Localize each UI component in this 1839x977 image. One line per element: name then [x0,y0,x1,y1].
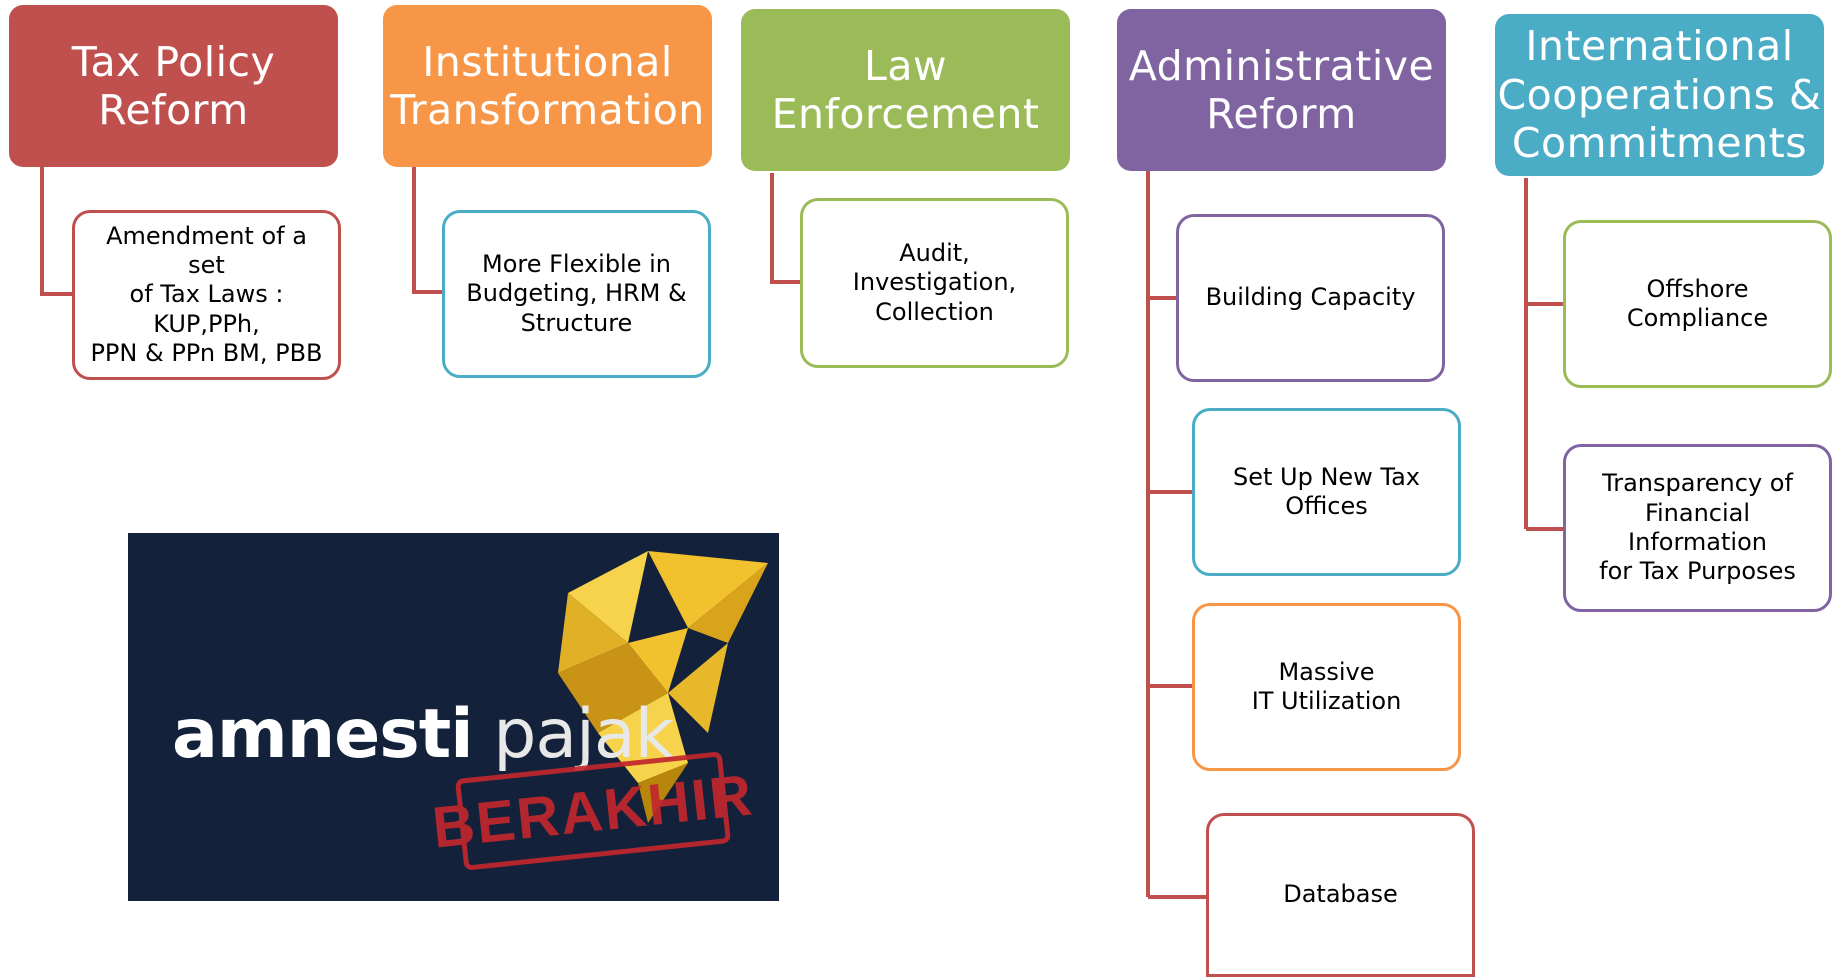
item-text: Set Up New Tax Offices [1232,462,1421,520]
connector-col2-item1 [412,167,446,294]
item-audit-investigation: Audit, Investigation, Collection [800,198,1069,368]
item-tax-laws-amendment: Amendment of a set of Tax Laws : KUP,PPh… [72,210,341,380]
header-title-line: Administrative [1128,41,1435,90]
origami-bird-icon [558,551,768,823]
header-title-line: Law [863,41,947,90]
connector-col3-item1 [770,173,804,284]
header-title-line: Tax Policy [71,37,276,86]
logo-wordmark: amnesti pajak [172,695,674,774]
connector-col1-item1 [40,167,76,296]
item-text: More Flexible in Budgeting, HRM & Struct… [466,250,687,337]
item-text: Massive IT Utilization [1251,657,1402,715]
item-text: Audit, Investigation, Collection [852,239,1017,326]
header-title-line: Reform [1206,90,1357,138]
header-title-line: Cooperations & [1497,70,1822,119]
item-text: Database [1283,880,1398,909]
item-text: Transparency of Financial Information fo… [1599,469,1796,586]
header-title-line: Transformation [390,86,705,134]
item-building-capacity: Building Capacity [1176,214,1445,382]
header-title-line: Reform [98,86,249,134]
item-text: Amendment of a set of Tax Laws : KUP,PPh… [90,221,323,367]
item-offshore-compliance: Offshore Compliance [1563,220,1832,388]
item-text: Offshore Compliance [1626,274,1769,332]
item-flexible-budgeting: More Flexible in Budgeting, HRM & Struct… [442,210,711,378]
header-title-line: Commitments [1511,119,1808,168]
item-set-up-tax-offices: Set Up New Tax Offices [1192,408,1461,576]
header-title-line: Institutional [422,37,673,86]
item-text: Building Capacity [1205,283,1416,312]
header-title-line: Enforcement [771,90,1040,138]
item-it-utilization: Massive IT Utilization [1192,603,1461,771]
header-title-line: International [1525,22,1794,71]
item-database: Database [1206,813,1475,977]
amnesti-pajak-logo: amnesti pajak BERAKHIR [128,533,779,901]
item-financial-transparency: Transparency of Financial Information fo… [1563,444,1832,612]
